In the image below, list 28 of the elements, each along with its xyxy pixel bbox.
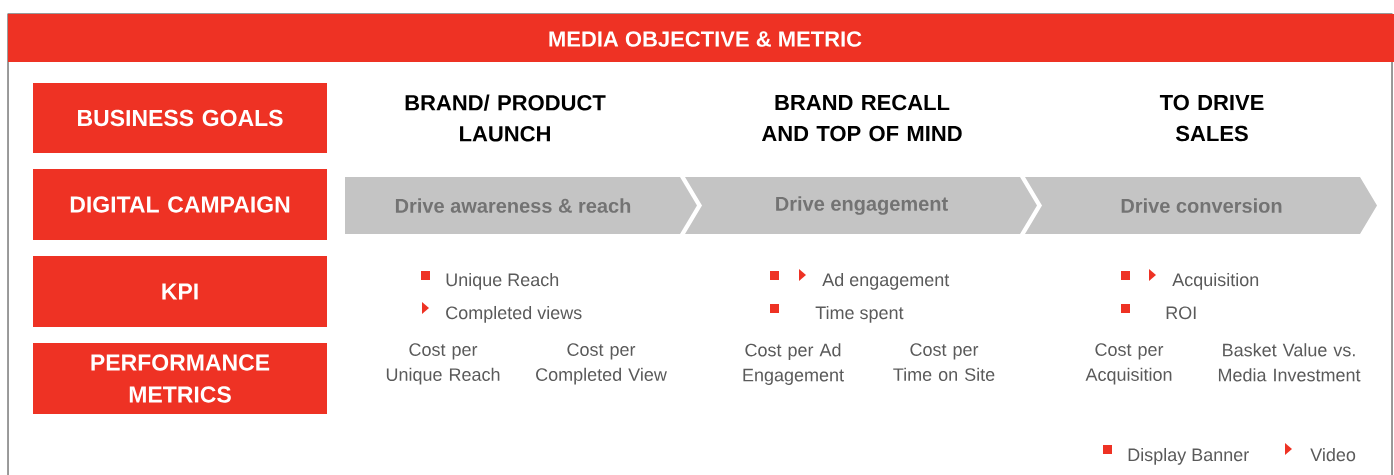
metric-text: Basket Value vs. Media Investment — [1218, 343, 1361, 382]
goal-heading: TO DRIVE SALES — [1159, 94, 1264, 142]
row-header-box: DIGITAL CAMPAIGN — [33, 169, 327, 240]
kpi-item: Unique Reach — [446, 272, 559, 290]
metric-text: Cost per Ad Engagement — [743, 343, 844, 385]
node-label: Drive awareness & reach — [395, 198, 631, 213]
row-header-box: BUSINESS GOALS — [33, 83, 327, 153]
metric-text: Cost per Time on Site — [893, 343, 995, 381]
kpi-item: Ad engagement — [822, 272, 950, 290]
kpi-item: Completed views — [446, 305, 582, 323]
chevron-band: Drive conversion — [1025, 177, 1377, 234]
node-label: Drive engagement — [776, 196, 948, 215]
kpi-item: Acquisition — [1172, 272, 1259, 290]
legend-text: Video — [1310, 447, 1356, 462]
title-banner: MEDIA OBJECTIVE & METRIC — [8, 14, 1394, 62]
goal-heading: BRAND RECALL AND TOP OF MIND — [761, 94, 962, 142]
row-header-box: PERFORMANCE METRICS — [33, 343, 327, 414]
metric-text: Cost per Completed View — [536, 343, 667, 385]
chevron-band: Drive engagement — [685, 177, 1037, 234]
goal-heading: BRAND/ PRODUCT LAUNCH — [405, 94, 606, 142]
node-label: Drive conversion — [1121, 198, 1282, 213]
metric-text: Cost per Acquisition — [1085, 343, 1172, 385]
legend-text: Display Banner — [1128, 447, 1249, 465]
row-header-box: KPI — [33, 256, 327, 327]
chevron-band: Drive awareness & reach — [345, 177, 697, 234]
metric-text: Cost per Unique Reach — [386, 343, 500, 385]
kpi-item: ROI — [1166, 306, 1196, 320]
kpi-item: Time spent — [815, 305, 904, 323]
